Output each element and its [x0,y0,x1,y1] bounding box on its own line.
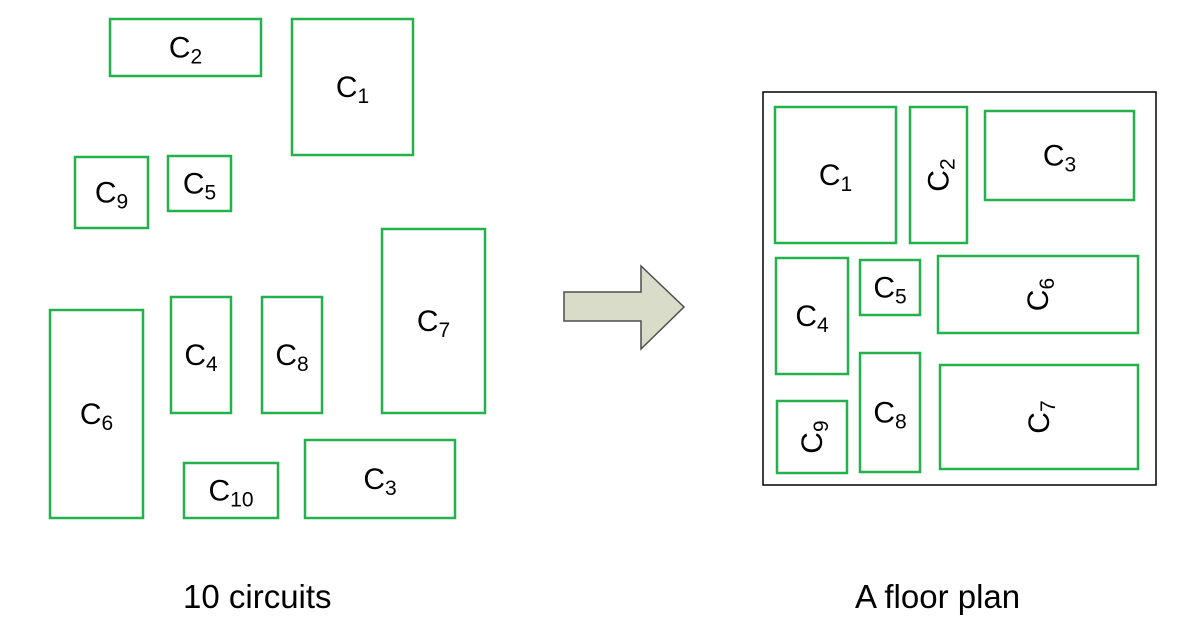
circuit-c3-label: C3 [363,463,396,500]
placed-c7-box [938,363,1140,471]
circuit-c8: C8 [260,295,324,415]
placed-c2: C2 [908,105,969,245]
circuit-c4-label: C4 [184,339,218,376]
circuit-c7-box [380,227,487,415]
circuit-c3-box [303,438,457,520]
placed-c1-box [773,105,898,245]
circuit-c3: C3 [303,438,457,520]
circuit-c7-label: C7 [417,305,450,342]
circuit-c1: C1 [290,17,415,157]
circuit-c9: C9 [73,155,150,230]
circuit-c8-label: C8 [275,339,308,376]
circuit-c5-box [166,154,233,213]
placed-c2-label: C2 [922,158,959,191]
circuits-caption: 10 circuits [183,578,332,615]
placed-c1: C1 [773,105,898,245]
placed-c3-label: C3 [1043,139,1076,176]
circuit-c4: C4 [169,295,233,415]
placed-c6-label: C6 [1022,278,1059,311]
circuit-c10: C10 [182,461,280,520]
circuit-c1-label: C1 [336,71,369,108]
placed-c8-label: C8 [873,396,906,433]
placed-c4: C4 [774,256,850,376]
placed-c2-box [908,105,969,245]
placed-c9: C9 [775,399,849,475]
circuit-c10-label: C10 [208,474,253,511]
circuit-c7: C7 [380,227,487,415]
circuit-c9-label: C9 [95,176,128,213]
placed-c6-box [936,254,1140,335]
placed-c5-label: C5 [873,271,906,308]
circuit-c8-box [260,295,324,415]
circuit-c10-box [182,461,280,520]
circuit-c2: C2 [108,17,263,78]
circuit-c5-label: C5 [183,167,216,204]
floor-plan-caption: A floor plan [855,578,1021,615]
placed-c5-box [858,258,922,317]
right-arrow-icon-shape [563,264,686,351]
placed-c3-box [983,109,1136,202]
placed-c8-box [858,351,922,474]
placed-c5: C5 [858,258,922,317]
placed-c6: C6 [936,254,1140,335]
placed-c9-box [775,399,849,475]
placed-c3: C3 [983,109,1136,202]
floor-plan-frame [762,91,1157,486]
placed-c1-label: C1 [819,159,852,196]
placed-c9-label: C9 [796,420,833,453]
circuit-c6-label: C6 [80,398,113,435]
right-arrow-icon [563,264,686,351]
circuit-c2-box [108,17,263,78]
circuit-c1-box [290,17,415,157]
placed-c4-label: C4 [795,300,829,337]
placed-c7-label: C7 [1023,400,1060,433]
placed-c7: C7 [938,363,1140,471]
circuit-c4-box [169,295,233,415]
placed-c8: C8 [858,351,922,474]
placed-c4-box [774,256,850,376]
circuit-c5: C5 [166,154,233,213]
circuit-c9-box [73,155,150,230]
circuit-c6: C6 [48,308,145,520]
circuit-c2-label: C2 [169,31,202,68]
circuit-c6-box [48,308,145,520]
